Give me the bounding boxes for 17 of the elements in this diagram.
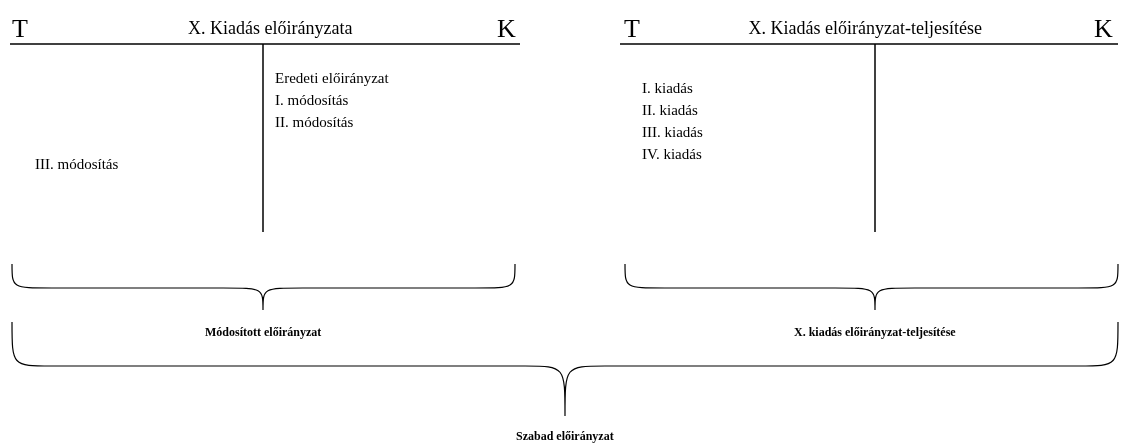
entry-text: IV. kiadás bbox=[642, 147, 702, 162]
entry-text: I. kiadás bbox=[642, 81, 693, 96]
entry-text: III. kiadás bbox=[642, 125, 703, 140]
brace-label: Szabad előirányzat bbox=[516, 430, 614, 442]
entry-text: III. módosítás bbox=[35, 157, 119, 172]
account-letter: T bbox=[12, 16, 28, 42]
entry-text: I. módosítás bbox=[275, 93, 349, 108]
entry-text: II. kiadás bbox=[642, 103, 698, 118]
brace-label: Módosított előirányzat bbox=[205, 326, 322, 338]
entry-text: II. módosítás bbox=[275, 115, 354, 130]
account-title: X. Kiadás előirányzat-teljesítése bbox=[748, 19, 982, 37]
account-letter: K bbox=[1094, 16, 1113, 42]
account-letter: K bbox=[497, 16, 516, 42]
account-letter: T bbox=[624, 16, 640, 42]
brace-label: X. kiadás előirányzat-teljesítése bbox=[794, 326, 956, 338]
entry-text: Eredeti előirányzat bbox=[275, 71, 389, 86]
account-title: X. Kiadás előirányzata bbox=[188, 19, 353, 37]
